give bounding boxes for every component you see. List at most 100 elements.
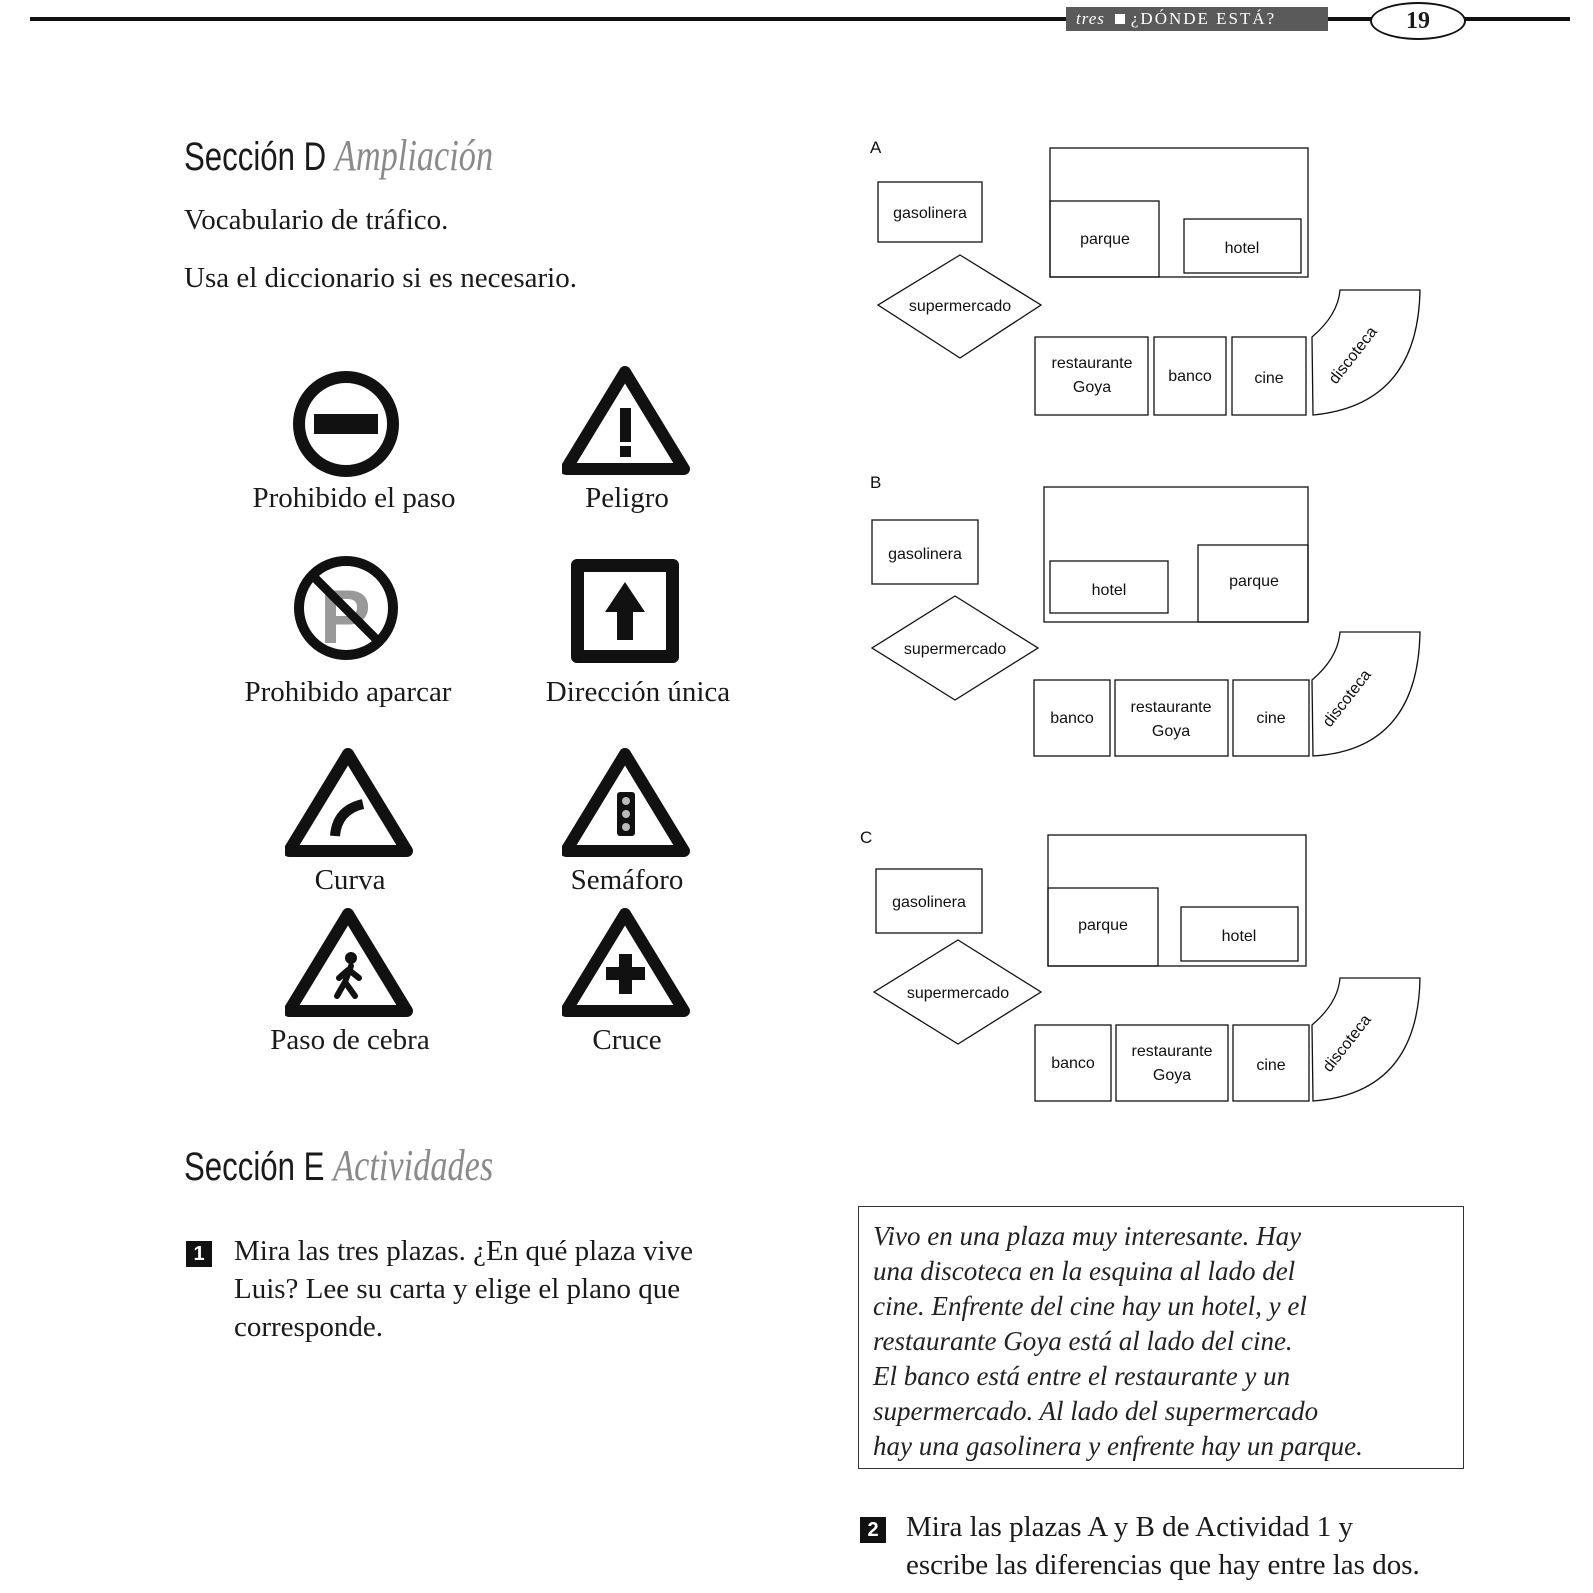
letter-line: cine. Enfrente del cine hay un hotel, y … bbox=[873, 1291, 1307, 1321]
svg-text:Goya: Goya bbox=[1153, 1067, 1191, 1084]
banco-block bbox=[1034, 1024, 1112, 1102]
discoteca-label: discoteca bbox=[1320, 1012, 1375, 1076]
chapter-title: ¿DÓNDE ESTÁ? bbox=[1130, 9, 1277, 28]
square-bullet-icon bbox=[1114, 14, 1125, 24]
section-d-line2: Usa el diccionario si es necesario. bbox=[184, 262, 577, 294]
plan-letter: C bbox=[860, 828, 872, 847]
svg-text:Goya: Goya bbox=[1073, 379, 1111, 396]
gasolinera-label: gasolinera bbox=[892, 894, 966, 911]
parque-label: parque bbox=[1080, 231, 1130, 248]
svg-text:banco: banco bbox=[1051, 1055, 1095, 1072]
activity-2-number: 2 bbox=[860, 1517, 886, 1543]
letter-line: restaurante Goya está al lado del cine. bbox=[873, 1326, 1293, 1356]
section-e-title: Sección E Actividades bbox=[184, 1140, 493, 1191]
activity-1-line: Mira las tres plazas. ¿En qué plaza vive bbox=[234, 1235, 693, 1267]
parque-label: parque bbox=[1078, 917, 1128, 934]
plan-letter: B bbox=[870, 473, 881, 492]
cine-block bbox=[1232, 1024, 1310, 1102]
page-number: 19 bbox=[1370, 2, 1466, 40]
activity-2-line: escribe las diferencias que hay entre la… bbox=[906, 1549, 1420, 1581]
activity-1-line: Luis? Lee su carta y elige el plano que bbox=[234, 1273, 681, 1305]
plan-letter: A bbox=[870, 138, 882, 157]
luis-letter: Vivo en una plaza muy interesante. Hay u… bbox=[858, 1206, 1464, 1469]
traffic-light-icon bbox=[562, 748, 690, 857]
hotel-label: hotel bbox=[1092, 582, 1127, 599]
svg-text:banco: banco bbox=[1050, 710, 1094, 727]
park-hotel-block bbox=[1043, 486, 1309, 623]
banco-block bbox=[1153, 336, 1227, 416]
hotel-block bbox=[1183, 218, 1302, 274]
parque-block bbox=[1197, 544, 1309, 623]
sign-label: Semáforo bbox=[570, 864, 684, 896]
svg-text:cine: cine bbox=[1256, 710, 1285, 727]
parque-label: parque bbox=[1229, 573, 1279, 590]
svg-text:restaurante: restaurante bbox=[1132, 1043, 1213, 1060]
gasolinera-block bbox=[871, 519, 979, 585]
plan-a: A gasolinera supermercado parque hotel r… bbox=[870, 138, 1421, 416]
section-d-title: Sección D Ampliación bbox=[184, 130, 493, 181]
letter-line: hay una gasolinera y enfrente hay un par… bbox=[873, 1431, 1363, 1461]
section-e-label: Sección E bbox=[184, 1145, 325, 1189]
sign-label: Prohibido el paso bbox=[252, 482, 456, 514]
discoteca-block bbox=[1311, 631, 1421, 757]
danger-icon bbox=[562, 366, 690, 475]
curve-icon bbox=[285, 748, 413, 857]
park-hotel-block bbox=[1047, 834, 1307, 967]
sign-label: Curva bbox=[314, 864, 386, 896]
sign-label: Paso de cebra bbox=[270, 1024, 430, 1056]
hotel-block bbox=[1049, 560, 1169, 614]
letter-line: supermercado. Al lado del supermercado bbox=[873, 1396, 1319, 1426]
one-way-icon bbox=[571, 559, 679, 663]
svg-text:banco: banco bbox=[1168, 368, 1212, 385]
restaurante-block bbox=[1034, 336, 1149, 416]
sign-label: Peligro bbox=[585, 482, 669, 514]
activity-1-number: 1 bbox=[186, 1241, 212, 1267]
supermercado-block bbox=[876, 254, 1043, 359]
svg-text:restaurante: restaurante bbox=[1131, 699, 1212, 716]
discoteca-block bbox=[1311, 977, 1421, 1102]
discoteca-label: discoteca bbox=[1320, 667, 1375, 731]
hotel-label: hotel bbox=[1222, 928, 1257, 945]
pedestrian-crossing-icon bbox=[285, 908, 413, 1017]
gasolinera-block bbox=[877, 181, 983, 243]
gasolinera-block bbox=[875, 868, 983, 934]
svg-text:cine: cine bbox=[1256, 1057, 1285, 1074]
section-e-subtitle: Actividades bbox=[333, 1141, 494, 1190]
letter-line: El banco está entre el restaurante y un bbox=[873, 1361, 1291, 1391]
section-d-subtitle: Ampliación bbox=[334, 131, 494, 180]
discoteca-label: discoteca bbox=[1326, 324, 1381, 388]
banco-block bbox=[1033, 679, 1111, 757]
gasolinera-label: gasolinera bbox=[893, 205, 967, 222]
hotel-label: hotel bbox=[1225, 240, 1260, 257]
supermercado-label: supermercado bbox=[907, 985, 1009, 1002]
letter-line: Vivo en una plaza muy interesante. Hay bbox=[873, 1221, 1302, 1251]
header-rule bbox=[30, 17, 1570, 21]
parque-block bbox=[1047, 887, 1159, 967]
section-d-line1: Vocabulario de tráfico. bbox=[184, 204, 449, 236]
supermercado-label: supermercado bbox=[904, 641, 1006, 658]
svg-text:cine: cine bbox=[1254, 370, 1283, 387]
activity-2-line: Mira las plazas A y B de Actividad 1 y bbox=[906, 1511, 1354, 1543]
activity-2-instructions: Mira las plazas A y B de Actividad 1 y e… bbox=[906, 1508, 1546, 1584]
supermercado-block bbox=[872, 939, 1043, 1045]
cine-block bbox=[1232, 679, 1310, 757]
no-parking-icon: P bbox=[294, 556, 398, 660]
plan-b: B gasolinera supermercado hotel parque b… bbox=[870, 473, 1421, 757]
park-hotel-block bbox=[1049, 147, 1309, 278]
svg-text:restaurante: restaurante bbox=[1052, 355, 1133, 372]
crossroads-icon bbox=[562, 908, 690, 1017]
supermercado-block bbox=[870, 595, 1040, 701]
chapter-label: tres bbox=[1076, 9, 1105, 28]
plan-c: C gasolinera supermercado parque hotel b… bbox=[860, 828, 1421, 1102]
section-d-label: Sección D bbox=[184, 135, 327, 179]
parque-block bbox=[1049, 200, 1160, 278]
sign-label: Dirección única bbox=[545, 676, 731, 708]
no-entry-icon bbox=[293, 371, 399, 477]
activity-1-instructions: Mira las tres plazas. ¿En qué plaza vive… bbox=[234, 1232, 774, 1346]
sign-label: Cruce bbox=[592, 1024, 662, 1056]
restaurante-block bbox=[1115, 1024, 1229, 1102]
discoteca-block bbox=[1311, 289, 1421, 416]
sign-label: Prohibido aparcar bbox=[244, 676, 452, 708]
gasolinera-label: gasolinera bbox=[888, 546, 962, 563]
letter-line: una discoteca en la esquina al lado del bbox=[873, 1256, 1296, 1286]
